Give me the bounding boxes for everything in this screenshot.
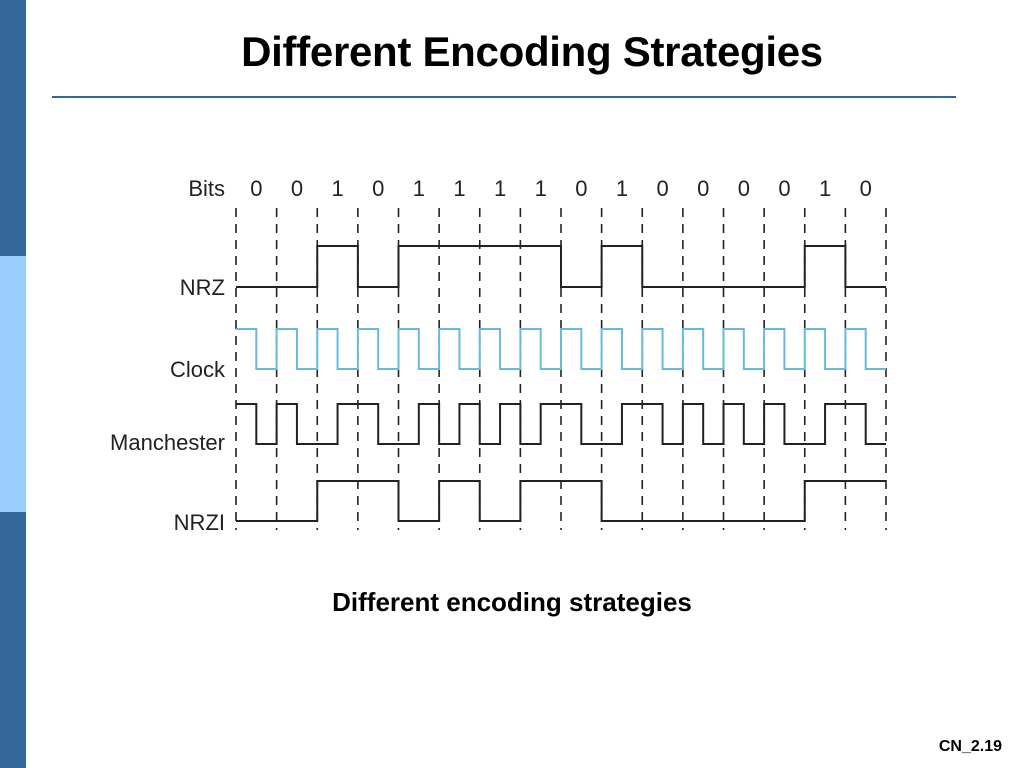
bit-value-label: 0 (291, 176, 303, 201)
bit-value-label: 0 (575, 176, 587, 201)
slide-title: Different Encoding Strategies (241, 28, 823, 75)
clock-row-label: Clock (170, 357, 226, 382)
bit-value-label: 0 (656, 176, 668, 201)
bit-value-label: 1 (616, 176, 628, 201)
side-bar-bottom (0, 512, 26, 768)
signal-waveforms (236, 245, 886, 522)
bit-value-label: 0 (372, 176, 384, 201)
bits-row-label: Bits (188, 176, 225, 201)
bit-value-label: 1 (413, 176, 425, 201)
side-bar-middle (0, 256, 26, 512)
bit-value-label: 1 (494, 176, 506, 201)
bit-value-label: 1 (331, 176, 343, 201)
slide-number: CN_2.19 (938, 738, 1002, 755)
bit-value-label: 0 (738, 176, 750, 201)
nrzi-waveform (236, 480, 886, 522)
side-bar-top (0, 0, 26, 256)
nrz-row-label: NRZ (180, 275, 225, 300)
bit-value-label: 0 (250, 176, 262, 201)
bit-value-label: 0 (697, 176, 709, 201)
clock-waveform (236, 328, 886, 370)
figure-caption: Different encoding strategies (332, 587, 692, 617)
bit-value-label: 0 (778, 176, 790, 201)
bit-value-label: 1 (819, 176, 831, 201)
bit-value-label: 1 (453, 176, 465, 201)
nrz-waveform (236, 245, 886, 288)
bit-value-label: 0 (860, 176, 872, 201)
manchester-row-label: Manchester (110, 430, 225, 455)
title-divider (52, 96, 956, 98)
nrzi-row-label: NRZI (174, 510, 225, 535)
manchester-waveform (236, 403, 886, 445)
bit-value-label: 1 (535, 176, 547, 201)
